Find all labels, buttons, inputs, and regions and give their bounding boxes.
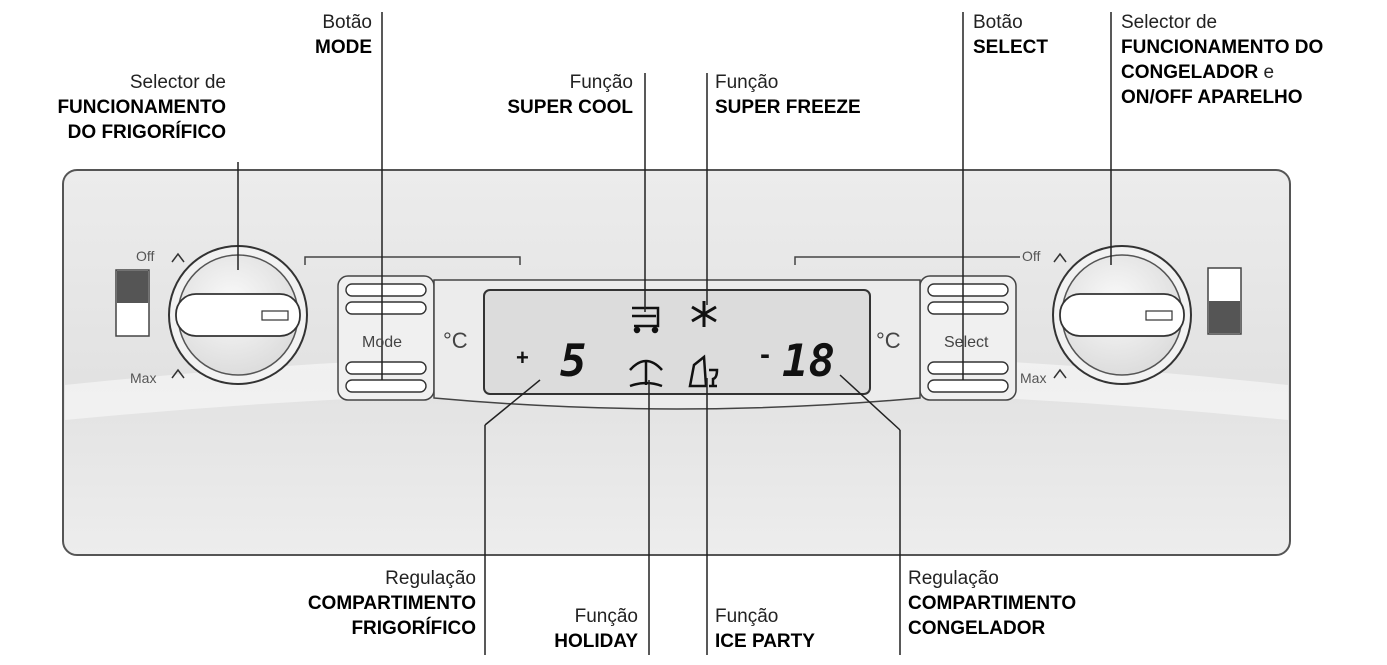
fridge-temperature: 5 bbox=[560, 336, 587, 387]
super-freeze-icon bbox=[691, 301, 717, 327]
right-dial-max-label: Max bbox=[1020, 370, 1047, 386]
label-select-button: Botão SELECT bbox=[973, 12, 1048, 58]
select-button[interactable] bbox=[919, 275, 1017, 401]
mode-button-label: Mode bbox=[362, 334, 403, 351]
label-fridge-selector: Selector de FUNCIONAMENTO DO FRIGORÍFICO bbox=[57, 72, 226, 143]
lcd-display bbox=[483, 289, 871, 395]
freezer-dial[interactable] bbox=[1052, 245, 1192, 385]
label-super-cool: Função SUPER COOL bbox=[507, 72, 633, 118]
label-freezer-selector: Selector de FUNCIONAMENTO DO CONGELADOR … bbox=[1121, 12, 1324, 108]
leader-lines bbox=[237, 12, 1112, 655]
fridge-sign: + bbox=[516, 345, 529, 370]
left-dial-max-label: Max bbox=[130, 370, 157, 386]
label-freezer-compartment: Regulação COMPARTIMENTO CONGELADOR bbox=[908, 568, 1077, 639]
unit-right: °C bbox=[876, 328, 901, 353]
ice-party-icon bbox=[688, 354, 719, 388]
label-fridge-compartment: Regulação COMPARTIMENTO FRIGORÍFICO bbox=[307, 568, 476, 639]
unit-left: °C bbox=[443, 328, 468, 353]
freezer-temperature: 18 bbox=[782, 336, 835, 387]
left-dial-off-label: Off bbox=[136, 248, 155, 264]
label-holiday: Função HOLIDAY bbox=[554, 606, 638, 652]
label-ice-party: Função ICE PARTY bbox=[715, 606, 815, 652]
select-button-label: Select bbox=[944, 334, 989, 351]
freezer-sign: - bbox=[760, 338, 770, 371]
mode-button[interactable] bbox=[337, 275, 435, 401]
label-super-freeze: Função SUPER FREEZE bbox=[715, 72, 861, 118]
holiday-icon bbox=[629, 359, 663, 388]
label-mode-button: Botão MODE bbox=[315, 12, 372, 58]
fridge-dial[interactable] bbox=[168, 245, 308, 385]
right-dial-off-label: Off bbox=[1022, 248, 1041, 264]
